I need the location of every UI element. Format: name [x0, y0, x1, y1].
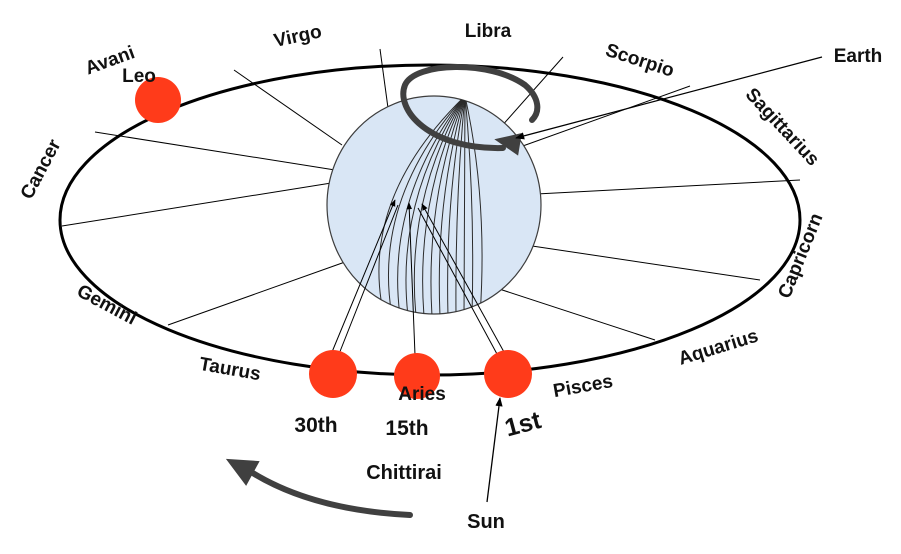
sign-dividers	[61, 48, 801, 341]
earth-globe	[326, 95, 542, 315]
day-1st-label: 1st	[502, 406, 545, 443]
earth-pointer-line	[515, 56, 823, 140]
sun-motion-arrow	[225, 458, 413, 518]
earth-rotation-arrow	[400, 64, 541, 156]
sun-15th	[394, 353, 440, 399]
sign-label-sagittarius: Sagittarius	[741, 84, 823, 170]
sign-label-gemini: Gemini	[73, 281, 140, 330]
sun-rays	[331, 199, 505, 356]
sign-label-pisces: Pisces	[552, 371, 615, 402]
earth-label: Earth	[834, 46, 883, 67]
sign-label-libra: Libra	[465, 21, 512, 42]
sun-pointer-line	[486, 397, 503, 503]
sun-label: Sun	[467, 511, 505, 533]
chittirai-label: Chittirai	[366, 462, 442, 484]
day-30th-label: 30th	[294, 414, 337, 437]
sun-leo	[135, 77, 181, 123]
sign-label-aries: Aries	[398, 384, 446, 405]
sign-label-leo: Leo	[122, 66, 156, 87]
sign-label-virgo: Virgo	[272, 21, 324, 52]
sun-30th	[309, 350, 357, 398]
day-15th-label: 15th	[385, 417, 428, 440]
sign-label-scorpio: Scorpio	[603, 40, 677, 82]
sign-label-cancer: Cancer	[17, 136, 66, 203]
sign-label-taurus: Taurus	[198, 354, 263, 385]
sun-1st	[484, 350, 532, 398]
